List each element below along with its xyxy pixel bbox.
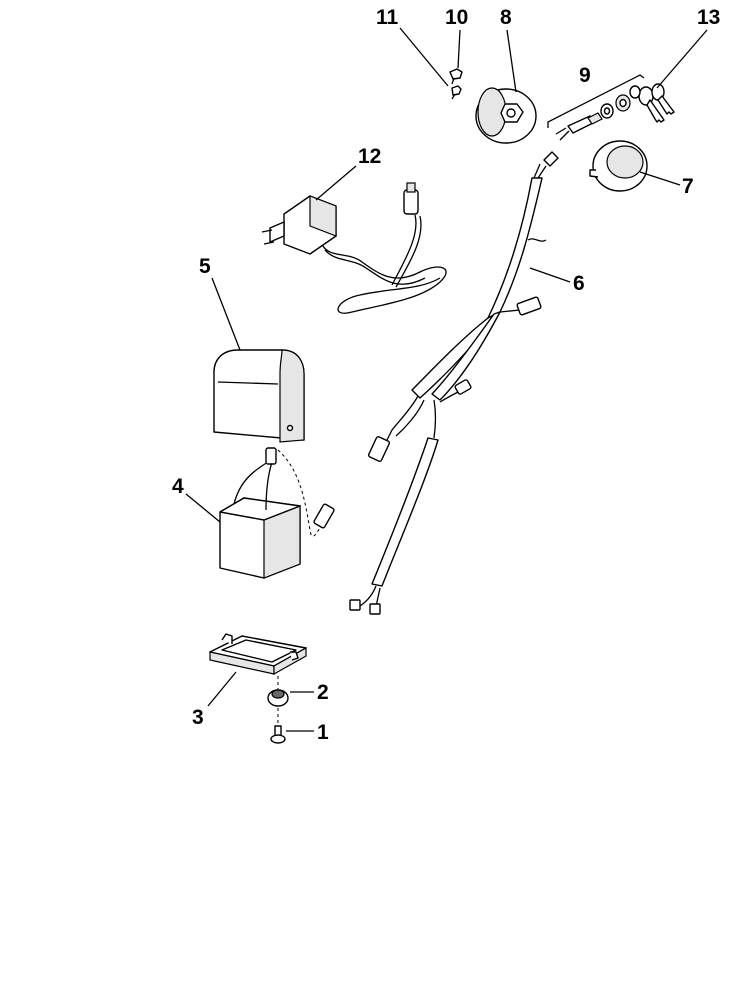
- wiring-harness-part-6: [349, 151, 559, 615]
- charger-part-12: [261, 182, 447, 314]
- callout-7: 7: [682, 175, 694, 198]
- battery-part-4: [219, 447, 335, 579]
- callout-12: 12: [358, 145, 381, 168]
- callout-10: 10: [445, 6, 468, 29]
- screw-part-11: [451, 85, 462, 100]
- keys-part-13: [629, 83, 675, 123]
- callout-9: 9: [579, 64, 591, 87]
- control-board-part-3: [209, 633, 307, 676]
- callout-13: 13: [697, 6, 720, 29]
- callout-3: 3: [192, 706, 204, 729]
- spacer-part-2: [267, 676, 289, 724]
- battery-cover-part-5: [213, 349, 305, 443]
- callout-labels: 11 10 8 9 13 7 6 12 5 4 3 2 1: [172, 6, 720, 744]
- callout-11: 11: [376, 6, 399, 29]
- callout-6: 6: [573, 272, 585, 295]
- callout-4: 4: [172, 475, 184, 498]
- ignition-housing-part-8: [475, 87, 537, 144]
- screw-part-1: [270, 725, 286, 744]
- key-switch-part-9: [555, 94, 631, 141]
- callout-2: 2: [317, 681, 329, 704]
- callout-8: 8: [500, 6, 512, 29]
- leader-lines: [185, 27, 708, 732]
- cap-part-7: [589, 140, 648, 192]
- callout-5: 5: [199, 255, 211, 278]
- callout-1: 1: [317, 721, 329, 744]
- screw-part-10: [449, 68, 463, 85]
